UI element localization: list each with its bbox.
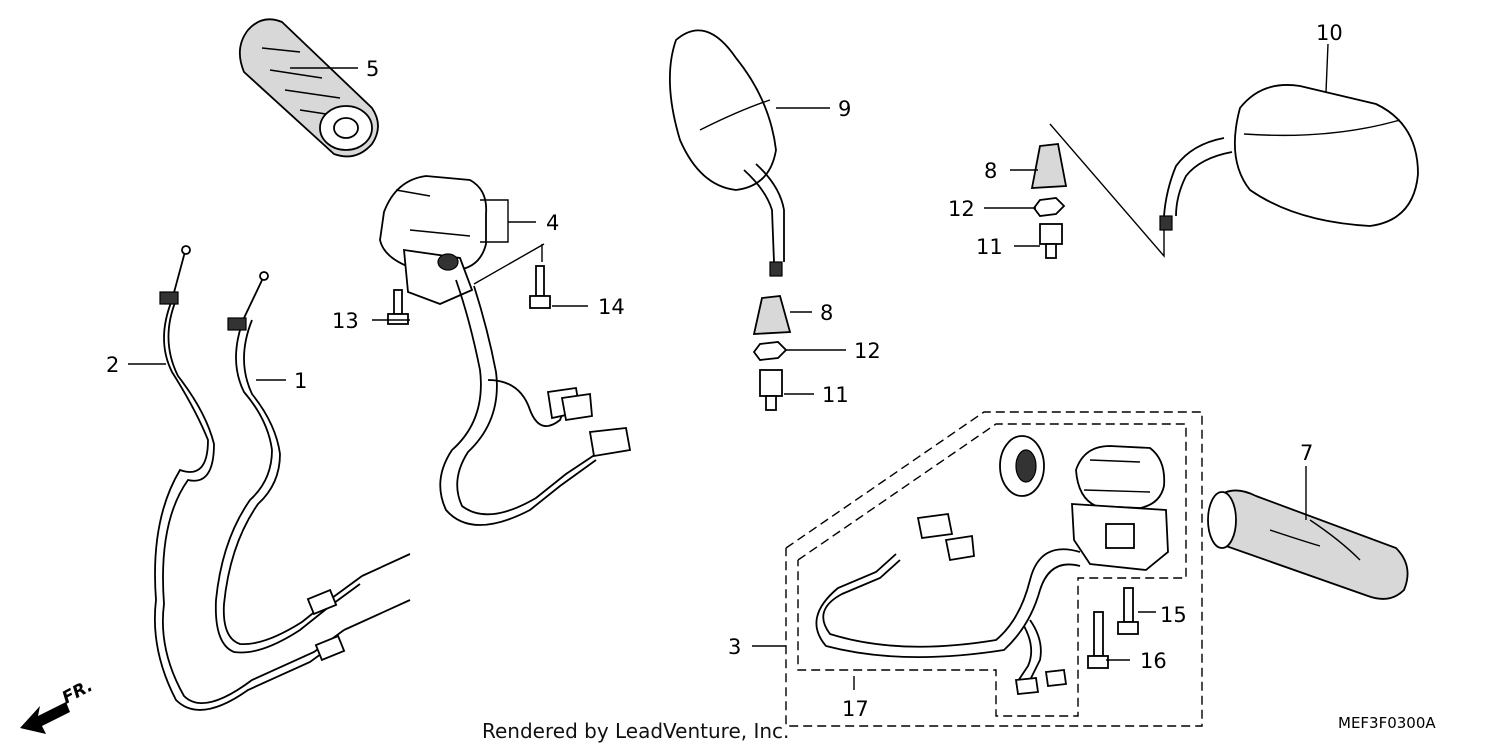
callout-13: 13 (332, 309, 359, 333)
right-switch-part[interactable] (1071, 445, 1169, 571)
callout-17: 17 (842, 697, 869, 721)
callout-7: 7 (1300, 441, 1313, 465)
callout-2: 2 (106, 353, 119, 377)
mirror-cap-8-left-part[interactable] (752, 295, 792, 335)
callout-9: 9 (838, 97, 851, 121)
adapter-11-left-part[interactable] (759, 369, 783, 411)
screw-14-part[interactable] (529, 265, 551, 309)
nut-12-left-part[interactable] (752, 341, 788, 361)
callout-3: 3 (728, 635, 741, 659)
left-switch-part[interactable] (379, 175, 488, 305)
callout-10: 10 (1316, 21, 1343, 45)
left-mirror-part[interactable] (668, 29, 785, 277)
callout-11-left: 11 (822, 383, 849, 407)
right-grip-part[interactable] (1207, 489, 1409, 600)
credit-text: Rendered by LeadVenture, Inc. (482, 719, 789, 743)
callout-4: 4 (546, 211, 559, 235)
callout-12-right: 12 (948, 197, 975, 221)
callout-11-right: 11 (976, 235, 1003, 259)
callout-14: 14 (598, 295, 625, 319)
throttle-cable-2-part[interactable] (153, 245, 411, 711)
screw-15-part[interactable] (1117, 587, 1139, 635)
callout-8-right: 8 (984, 159, 997, 183)
leader-lines (128, 43, 1329, 690)
throttle-cable-1-part[interactable] (214, 271, 411, 654)
right-mirror-part[interactable] (1159, 84, 1419, 231)
screw-16-part[interactable] (1087, 611, 1109, 669)
nut-12-right-part[interactable] (1032, 197, 1066, 217)
left-grip-part[interactable] (238, 18, 379, 158)
left-switch-harness (439, 279, 632, 526)
mirror-cap-8-right-part[interactable] (1030, 143, 1068, 189)
callout-8-left: 8 (820, 301, 833, 325)
callout-15: 15 (1160, 603, 1187, 627)
front-direction-arrow-icon (20, 702, 70, 734)
callout-1: 1 (294, 369, 307, 393)
callout-16: 16 (1140, 649, 1167, 673)
adapter-11-right-part[interactable] (1039, 223, 1063, 259)
callout-5: 5 (366, 57, 379, 81)
pulley-part[interactable] (999, 435, 1045, 497)
diagram-code: MEF3F0300A (1338, 714, 1436, 732)
right-switch-harness (815, 512, 1081, 695)
screw-13-part[interactable] (387, 289, 409, 325)
callout-12-left: 12 (854, 339, 881, 363)
right-switch-assembly-box (785, 411, 1203, 727)
